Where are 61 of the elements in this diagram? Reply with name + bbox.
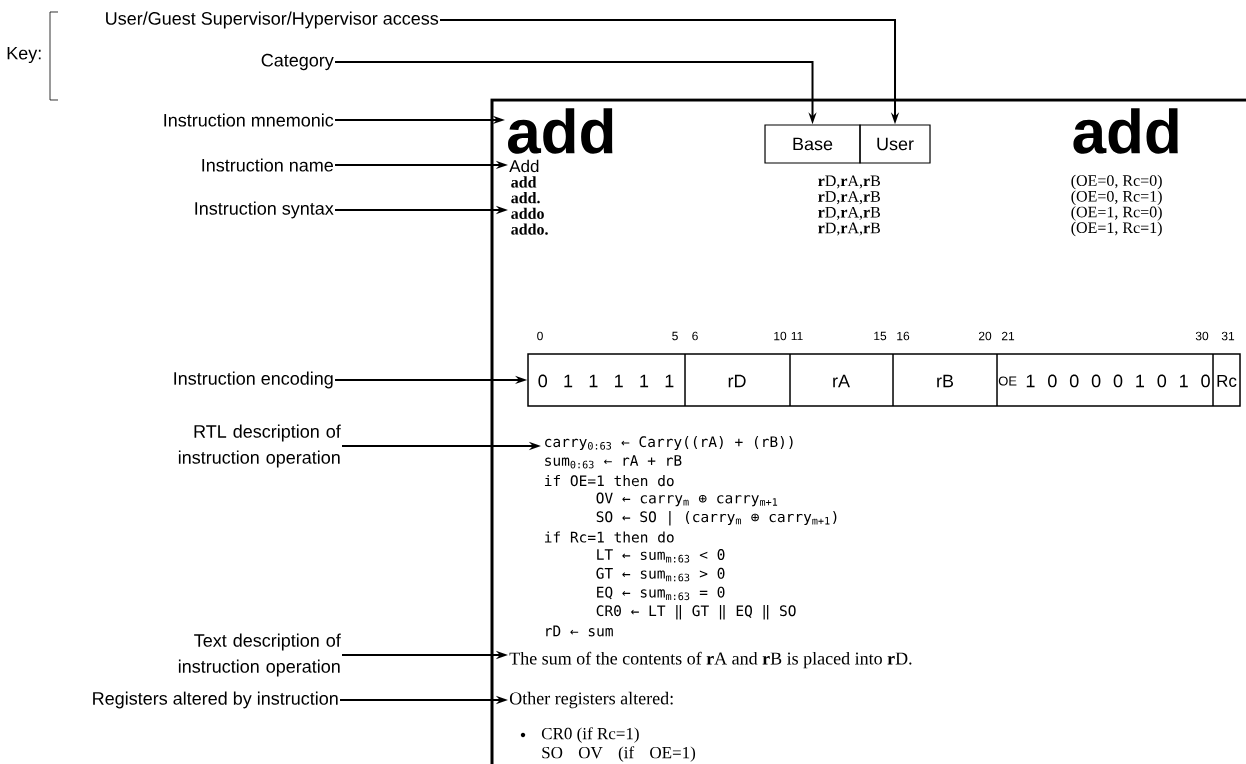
key-label: Instruction syntax xyxy=(195,201,334,219)
syntax-operands: rD,rA,rB xyxy=(818,206,880,220)
key-label: Registers altered by instruction xyxy=(93,691,338,709)
bit-number: 11 xyxy=(791,331,803,341)
bit-number: 10 xyxy=(774,331,787,341)
field-value: rA xyxy=(833,374,850,388)
code-line: GT ← sum$_{m:63}$ > 0 xyxy=(596,567,725,582)
field-value: 1 0 0 0 0 1 0 1 0 xyxy=(1026,374,1210,388)
code-line: if Rc=1 then do xyxy=(544,531,674,543)
section-heading: Other registers altered: xyxy=(509,691,673,709)
field-value: OE xyxy=(998,376,1017,386)
page-frame xyxy=(490,98,1246,764)
bit-number: 30 xyxy=(1195,331,1209,341)
bit-number: 5 xyxy=(672,331,678,341)
key-label: Instruction mnemonic xyxy=(164,113,334,127)
code-line: if OE=1 then do xyxy=(544,475,674,487)
bit-number: 16 xyxy=(897,331,910,341)
key-label: User/Guest Supervisor/Hypervisor access xyxy=(106,11,439,29)
bit-number: 31 xyxy=(1221,331,1235,341)
syntax-operands: rD,rA,rB xyxy=(818,175,880,189)
list-item: CR0 (if Rc=1) xyxy=(541,727,639,743)
bit-number: 0 xyxy=(537,331,543,341)
code-line: carry$_{0:63}$ ← Carry((rA) + (rB)) xyxy=(545,436,793,450)
bit-number: 15 xyxy=(874,331,887,341)
code-line: SO ← SO | (carry$_{m}$ ⊕ carry$_{m+1}$) xyxy=(596,510,837,526)
key-label: RTL description of instruction operation xyxy=(178,424,341,468)
syntax-mnemonic: add xyxy=(511,176,537,188)
field-value: rB xyxy=(937,374,954,388)
syntax-condition: (OE=0, Rc=1) xyxy=(1071,190,1162,205)
description-sentence: The sum of the contents of rA and rB is placed into rD. xyxy=(509,651,912,669)
syntax-condition: (OE=1, Rc=0) xyxy=(1071,206,1162,221)
mnemonic-heading: add xyxy=(508,108,613,154)
field-value: 0 1 1 1 1 1 xyxy=(538,374,674,388)
code-line: OV ← carry$_{m}$ ⊕ carry$_{m+1}$ xyxy=(596,492,778,507)
key-label: Category xyxy=(261,53,334,71)
bit-number: 20 xyxy=(978,331,992,341)
code-line: sum$_{0:63}$ ← rA + rB xyxy=(545,455,682,469)
access-box: User xyxy=(859,124,931,164)
syntax-mnemonic: addo. xyxy=(511,223,548,235)
category-box: Base xyxy=(764,124,861,164)
syntax-operands: rD,rA,rB xyxy=(818,191,880,205)
instruction-name: Add xyxy=(509,159,539,173)
list-item: SO OV (if OE=1) xyxy=(542,746,696,762)
key-label: Instruction name xyxy=(202,158,333,172)
key-label: Instruction encoding xyxy=(174,371,333,389)
code-line: EQ ← sum$_{m:63}$ = 0 xyxy=(597,586,725,601)
key-title: Key: xyxy=(7,46,41,64)
syntax-condition: (OE=1, Rc=1) xyxy=(1071,221,1162,237)
bit-number: 6 xyxy=(692,331,698,341)
field-value: Rc xyxy=(1217,375,1237,387)
code-line: CR0 ← LT ‖ GT ‖ EQ ‖ SO xyxy=(596,604,796,620)
syntax-mnemonic: addo xyxy=(511,207,544,220)
key-label: Text description of instruction operation xyxy=(178,633,341,677)
code-line: rD ← sum xyxy=(546,625,613,637)
mnemonic-heading: add xyxy=(1073,108,1178,154)
field-value: rD xyxy=(728,374,746,388)
code-line: LT ← sum$_{m:63}$ < 0 xyxy=(597,549,725,563)
syntax-condition: (OE=0, Rc=0) xyxy=(1071,174,1162,190)
syntax-operands: rD,rA,rB xyxy=(818,222,880,236)
bit-number: 21 xyxy=(1001,331,1015,341)
syntax-mnemonic: add. xyxy=(511,192,540,204)
